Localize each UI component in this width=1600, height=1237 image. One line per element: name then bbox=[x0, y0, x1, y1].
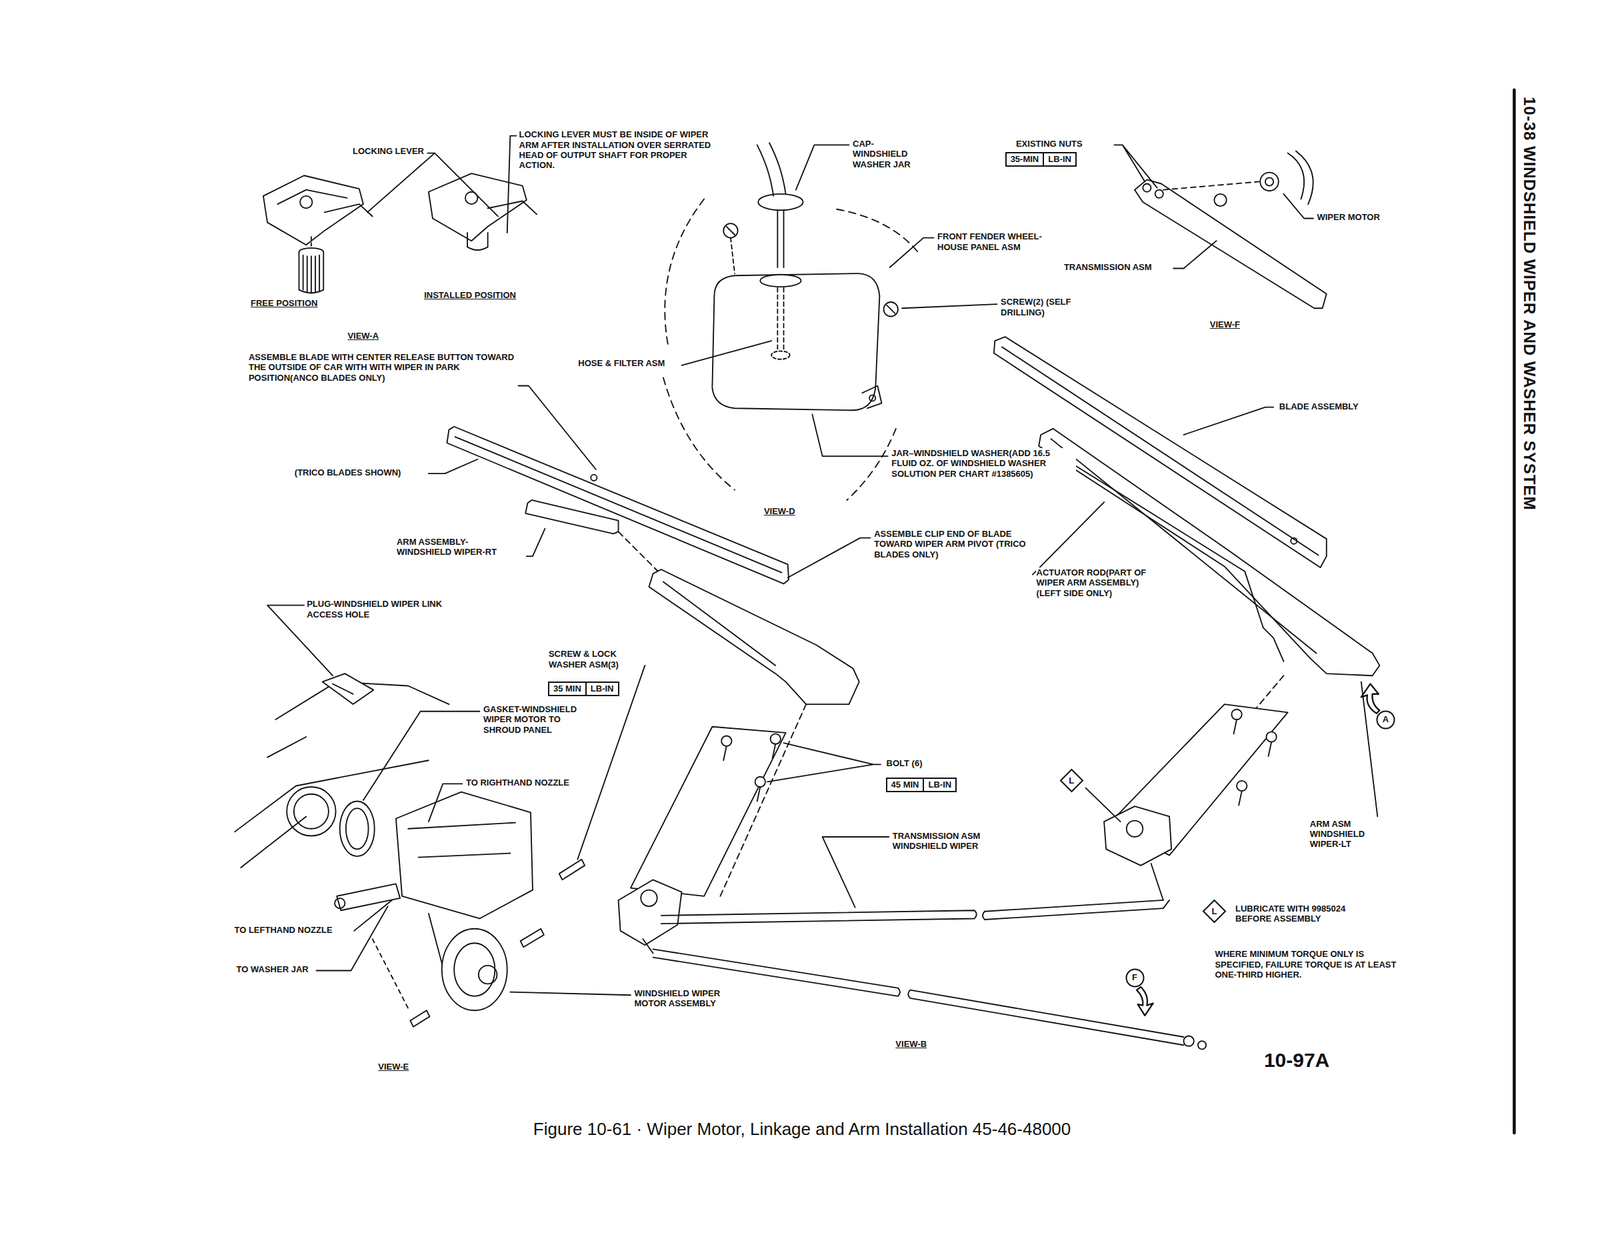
diamond-shape bbox=[1203, 900, 1226, 922]
note: ACTUATOR ROD(PART OF WIPER ARM ASSEMBLY)… bbox=[1036, 567, 1165, 598]
position-label: FREE POSITION bbox=[250, 298, 318, 308]
part-label: GASKET-WINDSHIELD WIPER MOTOR TO SHROUD … bbox=[482, 704, 594, 735]
part-label: TRANSMISSION ASM WINDSHIELD WIPER bbox=[892, 830, 1001, 852]
note: JAR–WINDSHIELD WASHER(ADD 16.5 FLUID OZ.… bbox=[890, 448, 1076, 479]
part-label: TO RIGHTHAND NOZZLE bbox=[465, 777, 570, 788]
symbol-letter: L bbox=[1068, 776, 1074, 786]
figure-number: 10-97A bbox=[1263, 1048, 1330, 1071]
view-reference-symbol: F bbox=[1125, 968, 1145, 988]
part-label: BLADE ASSEMBLY bbox=[1278, 401, 1360, 412]
page-header: 10-38 WINDSHIELD WIPER AND WASHER SYSTEM bbox=[1520, 96, 1539, 511]
symbol-letter: F bbox=[1132, 972, 1138, 982]
part-label: EXISTING NUTS bbox=[1015, 138, 1084, 149]
symbol-letter: A bbox=[1382, 714, 1389, 724]
part-label: TRANSMISSION ASM bbox=[1063, 262, 1153, 272]
part-label: ARM ASM WINDSHIELD WIPER-LT bbox=[1309, 818, 1376, 850]
note: LUBRICATE WITH 9985024 BEFORE ASSEMBLY bbox=[1234, 903, 1379, 924]
part-label: LOCKING LEVER bbox=[352, 146, 425, 156]
note: WHERE MINIMUM TORQUE ONLY IS SPECIFIED, … bbox=[1214, 948, 1404, 980]
torque-unit: LB-IN bbox=[585, 682, 618, 695]
torque-unit: LB-IN bbox=[1042, 153, 1076, 166]
part-label: TO WASHER JAR bbox=[236, 964, 310, 974]
circle-shape bbox=[1377, 710, 1395, 728]
view-reference-symbol: A bbox=[1376, 710, 1396, 730]
part-label: CAP- WINDSHIELD WASHER JAR bbox=[852, 138, 925, 170]
note: ASSEMBLE CLIP END OF BLADE TOWARD WIPER … bbox=[873, 528, 1044, 560]
view-label: VIEW-B bbox=[894, 1038, 928, 1049]
lubricate-symbol: L bbox=[1060, 768, 1084, 792]
part-label: SCREW & LOCK WASHER ASM(3) bbox=[548, 648, 636, 670]
torque-spec-box: 35 MINLB-IN bbox=[548, 681, 620, 696]
part-label: TO LEFTHAND NOZZLE bbox=[234, 924, 334, 935]
part-label: FRONT FENDER WHEEL- HOUSE PANEL ASM bbox=[936, 231, 1061, 252]
torque-spec-box: 35-MINLB-IN bbox=[1005, 152, 1077, 167]
note: LOCKING LEVER MUST BE INSIDE OF WIPER AR… bbox=[518, 129, 719, 170]
view-label: VIEW-E bbox=[377, 1061, 410, 1072]
torque-value: 35 MIN bbox=[549, 682, 586, 695]
lubricate-symbol: L bbox=[1202, 899, 1226, 923]
note: ASSEMBLE BLADE WITH CENTER RELEASE BUTTO… bbox=[248, 352, 530, 383]
diamond-shape bbox=[1060, 769, 1083, 792]
torque-unit: LB-IN bbox=[922, 778, 956, 791]
circle-shape bbox=[1126, 968, 1144, 986]
position-label: INSTALLED POSITION bbox=[423, 290, 517, 300]
part-label: ARM ASSEMBLY- WINDSHIELD WIPER-RT bbox=[396, 536, 525, 558]
part-label: WINDSHIELD WIPER MOTOR ASSEMBLY bbox=[634, 988, 743, 1009]
figure-caption: Figure 10-61 · Wiper Motor, Linkage and … bbox=[533, 1118, 1071, 1140]
torque-value: 35-MIN bbox=[1006, 153, 1044, 166]
part-label: SCREW(2) (SELF DRILLING) bbox=[1000, 296, 1076, 318]
part-label: BOLT (6) bbox=[886, 758, 924, 768]
view-label: VIEW-F bbox=[1209, 319, 1241, 330]
torque-spec-box: 45 MINLB-IN bbox=[886, 777, 958, 792]
view-label: VIEW-D bbox=[763, 506, 796, 516]
part-label: HOSE & FILTER ASM bbox=[577, 358, 666, 368]
symbol-letter: L bbox=[1211, 906, 1217, 916]
part-label: WIPER MOTOR bbox=[1316, 212, 1380, 222]
torque-value: 45 MIN bbox=[887, 778, 924, 791]
note: (TRICO BLADES SHOWN) bbox=[294, 467, 402, 478]
view-label: VIEW-A bbox=[346, 330, 380, 341]
part-label: PLUG-WINDSHIELD WIPER LINK ACCESS HOLE bbox=[306, 598, 446, 620]
